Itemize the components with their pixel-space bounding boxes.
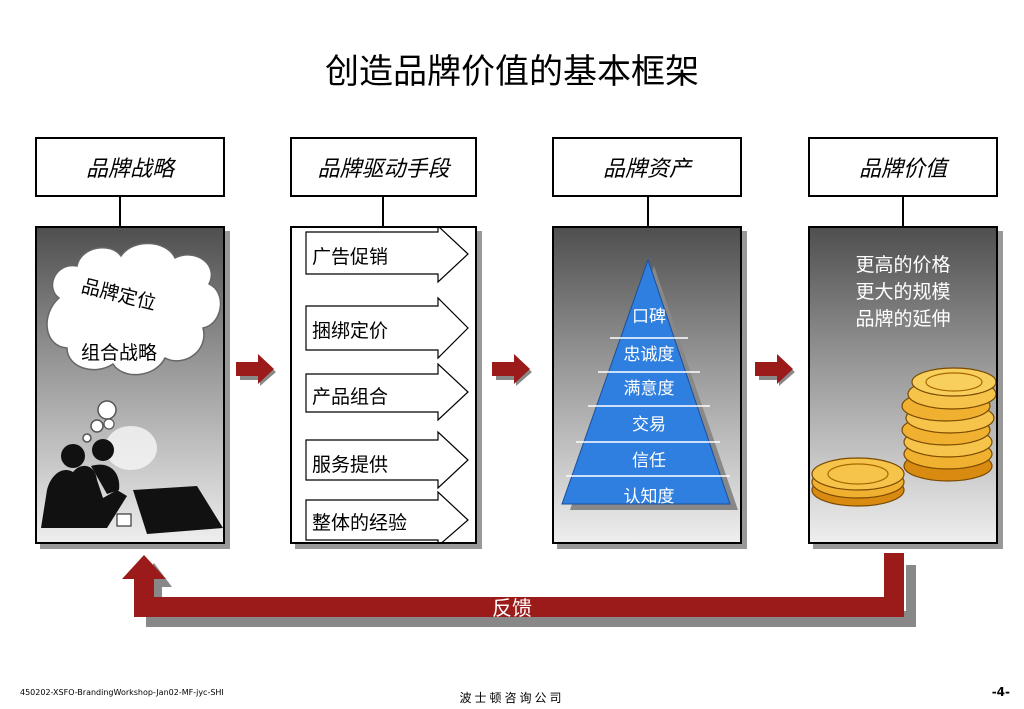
driver-arrow-shape <box>305 490 469 542</box>
brand-equity-pyramid <box>561 258 738 510</box>
connector-line <box>647 197 649 227</box>
pyramid-shape <box>561 258 731 505</box>
thinking-cloud-icon <box>41 242 223 534</box>
panel-value: 更高的价格 更大的规模 品牌的延伸 <box>808 226 998 544</box>
panel-assets: 口碑 忠诚度 满意度 交易 信任 认知度 <box>552 226 742 544</box>
connector-line <box>902 197 904 227</box>
panel-drivers: 广告促销 捆绑定价 产品组合 服务提供 整体的经验 <box>290 226 477 544</box>
driver-arrow-shape <box>305 296 469 360</box>
driver-bundled-pricing: 捆绑定价 <box>312 320 389 342</box>
header-brand-value: 品牌价值 <box>808 137 998 197</box>
driver-arrow-shape <box>305 362 469 422</box>
driver-overall-experience: 整体的经验 <box>312 512 408 534</box>
cloud-text-portfolio: 组合战略 <box>81 342 158 364</box>
footer-file-id: 450202-XSFO-BrandingWorkshop-Jan02-MF-jy… <box>20 688 224 697</box>
feedback-label: 反馈 <box>492 596 532 620</box>
value-brand-extension: 品牌的延伸 <box>855 308 951 330</box>
driver-product-portfolio: 产品组合 <box>312 386 389 408</box>
flow-arrow-icon <box>755 354 795 386</box>
driver-service: 服务提供 <box>312 454 389 476</box>
value-bigger-scale: 更大的规模 <box>855 281 951 303</box>
footer-company: 波士顿咨询公司 <box>459 691 565 705</box>
pyramid-level-transaction: 交易 <box>632 415 666 435</box>
value-higher-price: 更高的价格 <box>855 254 951 276</box>
header-brand-strategy: 品牌战略 <box>35 137 225 197</box>
coin-stack-icon <box>811 367 996 507</box>
connector-line <box>119 197 121 227</box>
feedback-loop-arrow <box>122 553 916 627</box>
flow-arrow-icon <box>236 354 276 386</box>
header-brand-drivers: 品牌驱动手段 <box>290 137 477 197</box>
pyramid-level-trust: 信任 <box>632 451 666 471</box>
connector-line <box>382 197 384 227</box>
driver-arrow-shape <box>305 430 469 490</box>
pyramid-level-awareness: 认知度 <box>623 487 675 507</box>
people-silhouette-icon <box>41 439 223 534</box>
page-title: 创造品牌价值的基本框架 <box>325 52 699 92</box>
footer-page-number: -4- <box>991 685 1010 699</box>
driver-arrow-shape <box>305 228 469 284</box>
driver-advertising: 广告促销 <box>312 246 389 268</box>
pyramid-level-satisfaction: 满意度 <box>623 379 675 399</box>
pyramid-level-word-of-mouth: 口碑 <box>632 307 666 327</box>
flow-arrow-icon <box>492 354 532 386</box>
header-brand-assets: 品牌资产 <box>552 137 742 197</box>
panel-strategy: 品牌定位 组合战略 <box>35 226 225 544</box>
driver-arrows <box>305 228 469 542</box>
pyramid-level-loyalty: 忠诚度 <box>623 345 675 365</box>
